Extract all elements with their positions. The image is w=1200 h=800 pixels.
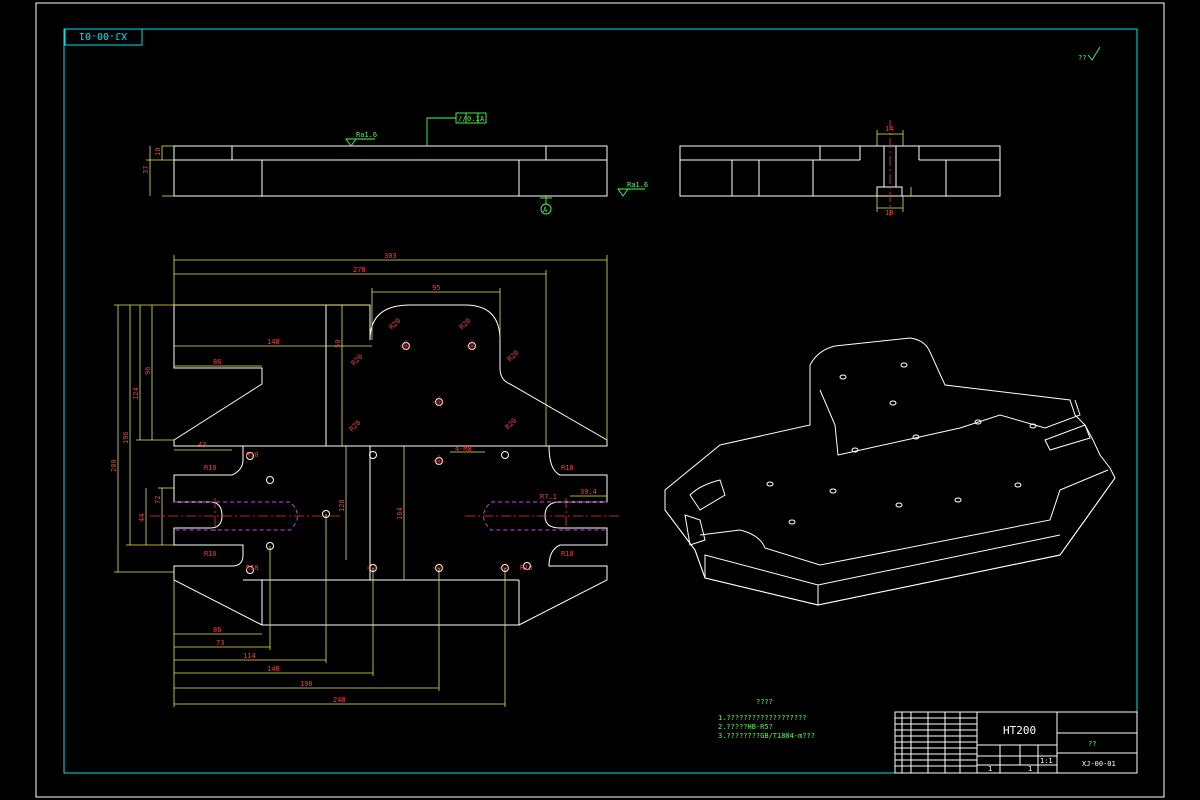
radius-labels: R10 R10 R10 R10 R10 R10 R10 R20 R20 R20 … xyxy=(204,317,574,572)
svg-text:R10: R10 xyxy=(246,451,259,459)
dim-thickness-37: 37 xyxy=(142,166,150,174)
dim-height-280: 280 xyxy=(110,459,118,472)
dim-height-124: 124 xyxy=(132,387,140,400)
svg-text:R20: R20 xyxy=(348,419,363,434)
tolerance-datum: A xyxy=(480,115,485,123)
plan-view xyxy=(150,304,620,626)
dim-height-164: 164 xyxy=(396,507,404,520)
notes-title: ???? xyxy=(756,698,773,706)
note-line-2: 2.?????HB-R5? xyxy=(718,723,773,731)
plan-vertical-dimensions: 280 196 124 96 72 44 164 128 50 xyxy=(110,304,405,580)
svg-text:R20: R20 xyxy=(458,317,473,332)
dim-width-86-bottom: 86 xyxy=(213,626,221,634)
dim-width-198: 198 xyxy=(300,680,313,688)
dim-height-196: 196 xyxy=(122,431,130,444)
title-cell-2: 1 xyxy=(1028,765,1032,773)
title-scale: 1:1 xyxy=(1040,757,1053,765)
dim-slot-39-4: 39.4 xyxy=(580,488,597,496)
tolerance-value: 0.1 xyxy=(467,115,480,123)
dim-height-96: 96 xyxy=(144,367,152,375)
svg-text:R20: R20 xyxy=(350,353,365,368)
surface-finish-icon-right xyxy=(617,188,629,197)
svg-text:R20: R20 xyxy=(388,317,403,332)
datum-circle xyxy=(540,203,552,215)
plan-horizontal-dimensions: 303 278 95 148 86 43 86 73 114 148 198 2… xyxy=(173,252,608,707)
tolerance-symbol: // xyxy=(458,115,466,123)
svg-text:R10: R10 xyxy=(561,550,574,558)
dim-width-114: 114 xyxy=(243,652,256,660)
title-material: HT200 xyxy=(1003,724,1036,737)
tolerance-frame xyxy=(455,112,487,124)
title-drawing-no: XJ-00-01 xyxy=(1082,760,1116,768)
dim-height-72: 72 xyxy=(154,496,162,504)
svg-text:R10: R10 xyxy=(561,464,574,472)
dim-height-50: 50 xyxy=(334,340,342,348)
dim-height-128: 128 xyxy=(338,499,346,512)
plan-outline xyxy=(173,304,608,626)
drawing-number-stamp: XJ-00-01 xyxy=(79,30,127,41)
outer-border xyxy=(35,2,1165,798)
svg-text:R20: R20 xyxy=(504,417,519,432)
dim-width-43: 43 xyxy=(198,441,206,449)
corner-mark: ?? xyxy=(1078,54,1086,62)
surface-mark-top: Ra1.6 xyxy=(356,131,377,139)
dim-side-14: 14 xyxy=(885,125,893,133)
isometric-view xyxy=(664,337,1116,606)
dim-side-18: 18 xyxy=(885,209,893,217)
dim-width-278: 278 xyxy=(353,266,366,274)
dim-height-44: 44 xyxy=(138,514,146,522)
inner-border xyxy=(63,28,1138,774)
dim-hole-spec: 4-M8 xyxy=(455,445,472,453)
svg-text:R10: R10 xyxy=(204,464,217,472)
svg-text:R10: R10 xyxy=(520,564,533,572)
dim-thickness-10: 10 xyxy=(154,148,162,156)
svg-text:R10: R10 xyxy=(246,564,259,572)
title-part-name: ?? xyxy=(1088,740,1096,748)
dim-top-boss-width: 95 xyxy=(432,284,440,292)
dim-width-86-top: 86 xyxy=(213,358,221,366)
dim-width-148b: 148 xyxy=(267,665,280,673)
surface-finish-icon xyxy=(345,138,357,147)
note-line-1: 1.??????????????????? xyxy=(718,714,807,722)
note-line-3: 3.????????GB/T1804-m??? xyxy=(718,732,815,740)
front-elevation-view: 10 37 Ra1.6 Ra1.6 // 0.1 A A xyxy=(142,112,648,215)
dim-width-73: 73 xyxy=(216,639,224,647)
datum-label: A xyxy=(543,206,548,214)
dim-width-248: 248 xyxy=(333,696,346,704)
svg-text:R10: R10 xyxy=(204,550,217,558)
technical-notes: ???? 1.??????????????????? 2.?????HB-R5?… xyxy=(718,698,815,740)
drawing-number-stamp-box xyxy=(64,28,143,46)
side-elevation-view: 14 18 xyxy=(679,120,1001,217)
dim-width-148: 148 xyxy=(267,338,280,346)
mounting-holes xyxy=(246,342,531,574)
surface-mark-right: Ra1.6 xyxy=(627,181,648,189)
svg-text:R20: R20 xyxy=(506,349,521,364)
dim-slot-r7-1: R7.1 xyxy=(540,493,557,501)
title-cell-1: 1 xyxy=(988,765,992,773)
title-block: HT200 ?? XJ-00-01 1:1 1 1 xyxy=(894,711,1138,774)
corner-check-icon xyxy=(1087,46,1101,61)
dim-overall-width: 303 xyxy=(384,252,397,260)
